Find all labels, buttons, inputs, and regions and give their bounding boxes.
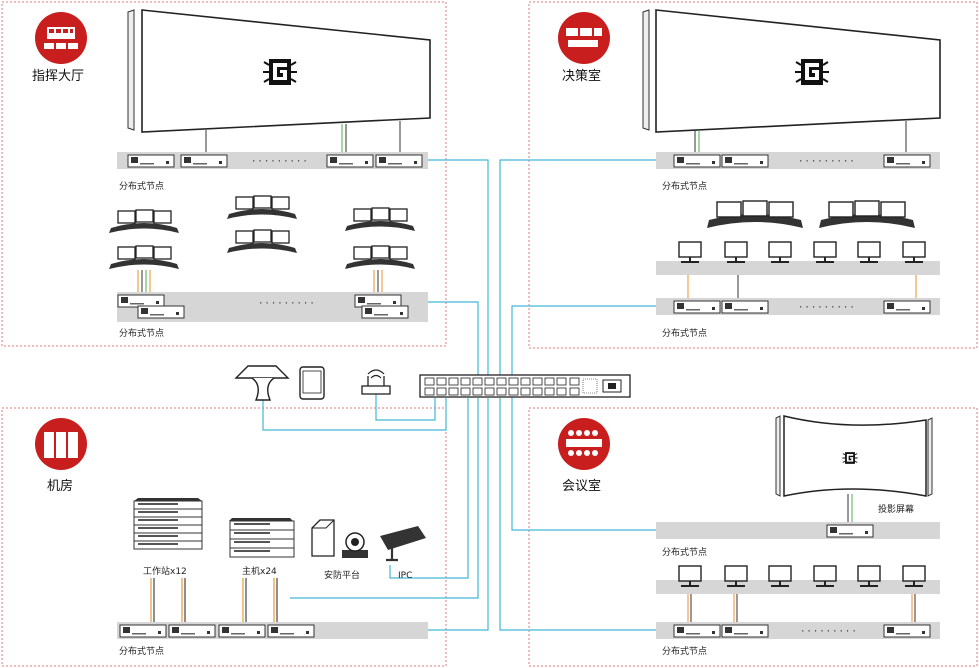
tablet-icon [299, 366, 325, 400]
console-desk [108, 245, 180, 270]
ipc-camera-icon [380, 526, 426, 562]
decision-room-node-label-bottom: 分布式节点 [662, 327, 707, 339]
machine-room-icon [35, 418, 87, 470]
monitor [813, 241, 837, 264]
security-platform-label: 安防平台 [324, 569, 360, 581]
console-desk [706, 200, 804, 229]
monitor [768, 241, 792, 264]
ipc-label: IPC [398, 571, 412, 581]
monitor [857, 241, 881, 264]
machine-room-cables [150, 578, 278, 622]
monitor [724, 241, 748, 264]
decision-room-title: 决策室 [562, 68, 601, 84]
node [721, 624, 769, 638]
ellipsis: ········· [798, 157, 856, 167]
node [354, 294, 402, 308]
command-hall-border [1, 1, 447, 347]
node [137, 305, 185, 319]
projection-screen [775, 415, 933, 522]
node [218, 624, 266, 638]
console-desk [226, 195, 298, 220]
node [326, 154, 374, 168]
ellipsis: ········· [251, 157, 309, 167]
console-desk [344, 207, 416, 232]
meeting-room-icon [558, 418, 610, 470]
node [117, 294, 165, 308]
desk-cables [137, 270, 383, 294]
decision-room-node-label-top: 分布式节点 [662, 180, 707, 192]
host-label: 主机x24 [242, 565, 277, 577]
workstation-label: 工作站x12 [143, 565, 187, 577]
monitor-cables [687, 275, 917, 298]
command-hall-node-label-bottom: 分布式节点 [119, 327, 164, 339]
ellipsis: ········· [258, 299, 316, 309]
command-hall-icon [35, 12, 87, 64]
meeting-room-border [528, 407, 978, 667]
decision-room-video-wall [642, 9, 941, 152]
workstation-rack [133, 497, 203, 550]
node [361, 305, 409, 319]
meeting-monitor-cables [687, 594, 916, 622]
console-desk [226, 229, 298, 254]
security-server-icon [311, 519, 335, 557]
ellipsis: ········· [798, 303, 856, 313]
monitor-row-bar [656, 261, 940, 275]
projection-screen-label: 投影屏幕 [878, 503, 914, 515]
network-switch [419, 374, 631, 398]
node [883, 154, 931, 168]
decision-room-border [528, 1, 978, 349]
node [826, 524, 874, 538]
command-hall-title: 指挥大厅 [32, 69, 84, 84]
node [180, 154, 228, 168]
meeting-room-node-label-bottom: 分布式节点 [662, 645, 707, 657]
console-desk [108, 209, 180, 234]
node [119, 624, 167, 638]
server-rack-small [229, 518, 295, 558]
node [375, 154, 423, 168]
command-hall-node-label-top: 分布式节点 [119, 180, 164, 192]
node [168, 624, 216, 638]
ellipsis: ········· [800, 627, 858, 637]
monitor [902, 241, 926, 264]
meeting-room-title: 会议室 [562, 478, 601, 494]
node [673, 154, 721, 168]
monitor [678, 241, 702, 264]
ptz-camera-icon [342, 532, 368, 558]
node [267, 624, 315, 638]
machine-room-node-label: 分布式节点 [119, 645, 164, 657]
node [883, 300, 931, 314]
machine-room-title: 机房 [47, 478, 73, 494]
console-desk [344, 245, 416, 270]
machine-room-border [1, 407, 447, 667]
meeting-room-node-label-top: 分布式节点 [662, 546, 707, 558]
wifi-router-icon [361, 369, 391, 395]
node [127, 154, 175, 168]
node [673, 300, 721, 314]
node [883, 624, 931, 638]
node [721, 154, 769, 168]
console-desk [818, 200, 916, 229]
node [721, 300, 769, 314]
meeting-room-node-bar-top [656, 522, 940, 539]
decision-room-icon [558, 12, 610, 64]
touch-table-icon [234, 365, 290, 401]
node [673, 624, 721, 638]
command-hall-video-wall [127, 9, 431, 152]
